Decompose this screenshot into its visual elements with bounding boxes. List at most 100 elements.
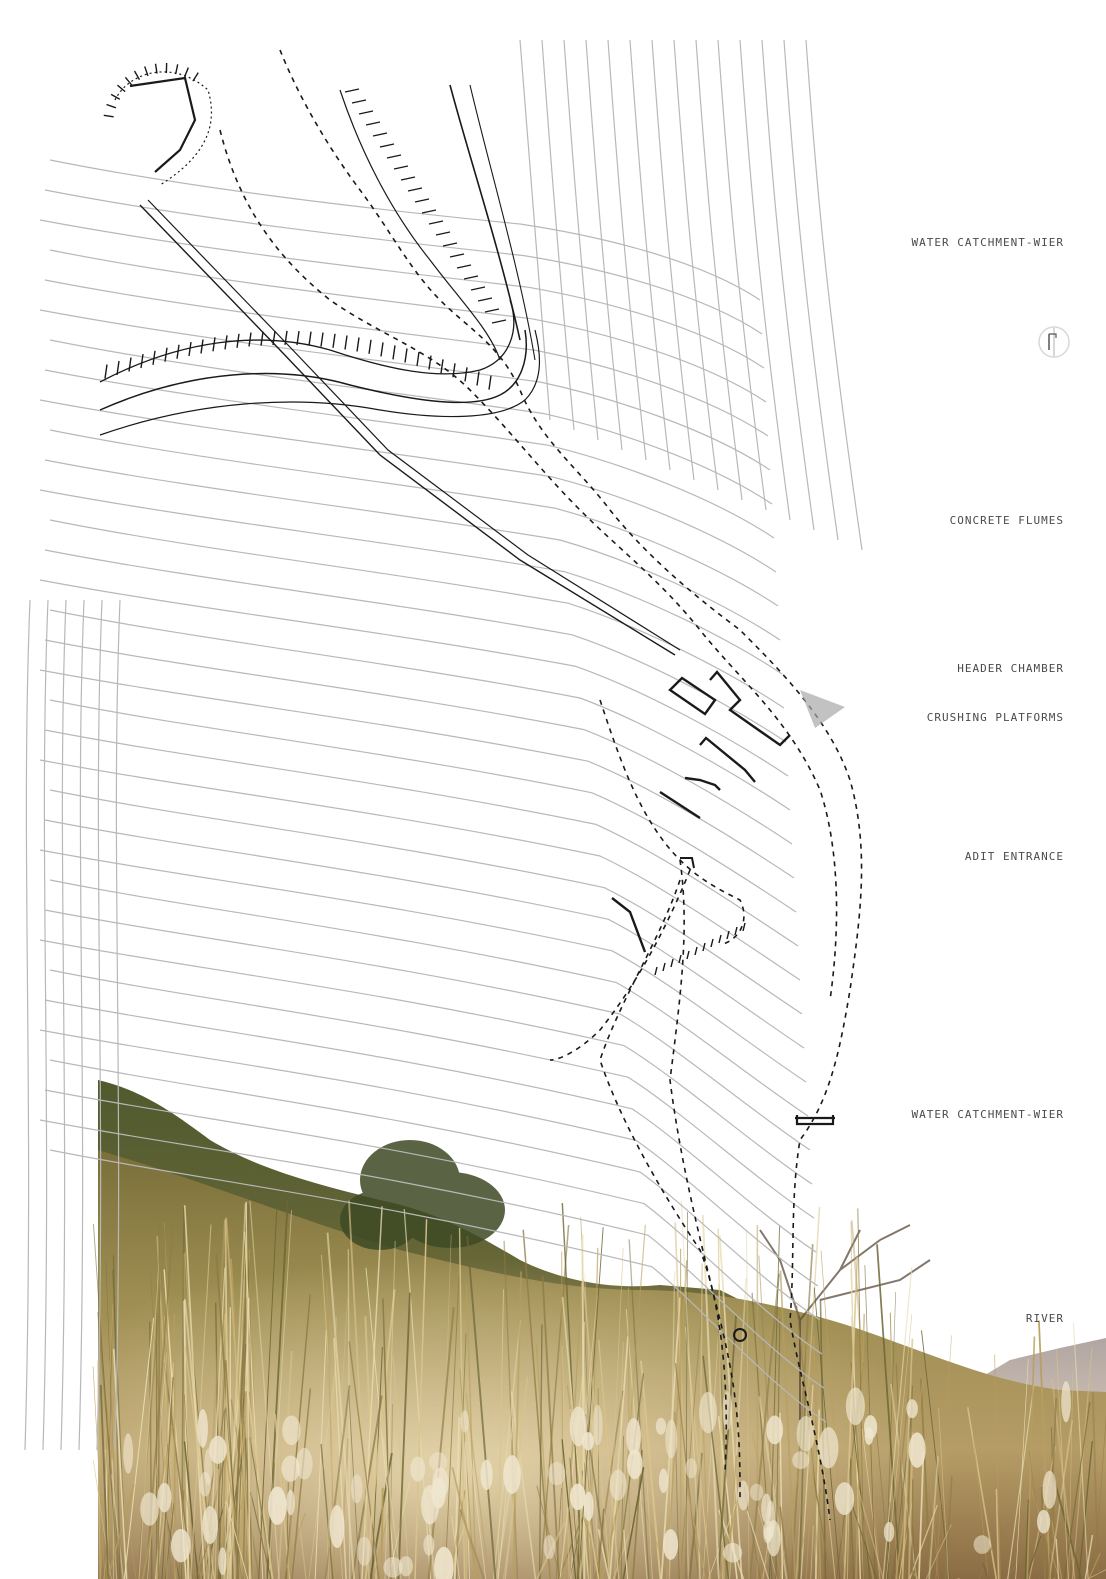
- grass-blade: [885, 1314, 913, 1579]
- contour-line: [49, 249, 767, 403]
- grass-seed-head: [685, 1458, 698, 1479]
- grass-blade: [497, 1289, 504, 1579]
- grass-blade: [981, 1562, 990, 1579]
- contour-line: [49, 159, 761, 301]
- hatch-tick: [407, 187, 423, 192]
- grass-blade: [1038, 1320, 1051, 1579]
- grass-blade: [157, 1215, 161, 1579]
- grass-blade: [348, 1341, 380, 1579]
- grass-blade: [245, 1248, 254, 1579]
- grass-blade: [137, 1211, 167, 1579]
- grass-blade: [106, 1484, 135, 1579]
- contour-line: [44, 369, 775, 539]
- hatch-tick: [414, 198, 430, 203]
- grass-blade: [110, 1474, 124, 1579]
- contour-line: [695, 39, 743, 501]
- grass-blade: [466, 1236, 497, 1579]
- grass-blade: [1055, 1538, 1060, 1579]
- hatch-tick: [379, 143, 395, 148]
- grass-blade: [728, 1278, 747, 1579]
- contour-line: [39, 669, 795, 879]
- triangle-marker: [800, 690, 845, 728]
- grass-blade: [123, 1317, 155, 1579]
- hatch-tick: [392, 345, 396, 360]
- label-crushing-platforms: CRUSHING PLATFORMS: [926, 711, 1064, 724]
- grass-blade: [798, 1389, 807, 1579]
- contour-line: [49, 789, 803, 1015]
- grass-blade: [225, 1359, 239, 1579]
- grass-seed-head: [663, 1529, 679, 1560]
- contour-line: [49, 969, 815, 1219]
- grass-seed-head: [543, 1535, 556, 1560]
- contour-line: [49, 879, 809, 1117]
- hatch-tick: [124, 76, 133, 86]
- grass-seed-head: [295, 1447, 313, 1480]
- grass-blade: [164, 1502, 175, 1579]
- hatch-tick: [710, 938, 714, 948]
- hatch-tick: [260, 331, 264, 346]
- grass-seed-head: [908, 1432, 926, 1468]
- grass-blade: [466, 1425, 487, 1579]
- grass-blade: [1048, 1420, 1074, 1579]
- contour-line: [39, 1029, 819, 1287]
- grass-blade: [561, 1345, 570, 1579]
- hatch-tick: [400, 176, 416, 181]
- grass-seed-head: [460, 1410, 469, 1433]
- grass-blade: [583, 1462, 590, 1579]
- water-catchment-weir-bottom: [795, 1115, 835, 1126]
- hatch-tick: [236, 333, 240, 348]
- grass-blade: [935, 1335, 952, 1579]
- hatch-tick: [152, 350, 156, 365]
- grass-blade: [183, 1441, 199, 1579]
- contour-line: [761, 39, 815, 531]
- grass-blade: [538, 1324, 543, 1579]
- hatch-tick: [358, 110, 374, 115]
- hatch-tick: [188, 341, 192, 357]
- hatch-tick: [428, 355, 432, 370]
- grass-seed-head: [423, 1535, 435, 1556]
- contour-line: [60, 599, 67, 1451]
- grass-blade: [680, 1200, 702, 1579]
- grass-blade: [622, 1467, 645, 1579]
- grass-seed-head: [383, 1556, 403, 1578]
- grass-blade: [923, 1402, 939, 1579]
- label-water-catchment-bottom: WATER CATCHMENT-WIER: [911, 1108, 1064, 1121]
- grass-blade: [497, 1418, 514, 1579]
- contour-line: [805, 39, 863, 551]
- grass-blade: [813, 1476, 831, 1579]
- grass-seed-head: [792, 1451, 810, 1470]
- grass-blade: [361, 1206, 383, 1579]
- contour-line: [49, 429, 779, 607]
- hatch-tick: [192, 72, 199, 82]
- slope-hatch-ticks: [103, 63, 746, 976]
- grass-blade: [326, 1232, 356, 1579]
- grass-blade: [266, 1200, 289, 1579]
- contour-line: [739, 39, 791, 521]
- grass-blade: [100, 1303, 114, 1579]
- hatch-tick: [734, 926, 738, 936]
- north-arrow-icon: [1038, 326, 1070, 358]
- grass-seed-head: [699, 1391, 717, 1434]
- hatch-tick: [103, 114, 114, 118]
- grass-blade: [674, 1222, 690, 1579]
- grass-blade: [1056, 1349, 1069, 1579]
- contour-line: [44, 189, 763, 335]
- contour-line: [39, 849, 807, 1083]
- grass-blade: [92, 1460, 112, 1579]
- grass-blade: [812, 1336, 822, 1579]
- grass-blade: [166, 1303, 168, 1579]
- grass-seed-head: [170, 1528, 191, 1563]
- grass-blade: [281, 1512, 306, 1579]
- grass-blade: [465, 1441, 470, 1579]
- grass-blade: [901, 1338, 914, 1579]
- grass-seed-head: [410, 1456, 426, 1482]
- hatch-tick: [463, 275, 479, 280]
- label-river: RIVER: [1025, 1312, 1064, 1325]
- grass-blade: [640, 1360, 662, 1579]
- grass-blade: [288, 1433, 307, 1579]
- contour-line: [44, 999, 817, 1253]
- grass-blade: [876, 1433, 891, 1579]
- grass-seed-head: [834, 1482, 855, 1516]
- grass-blade: [456, 1333, 467, 1579]
- grass-seed-head: [626, 1449, 643, 1480]
